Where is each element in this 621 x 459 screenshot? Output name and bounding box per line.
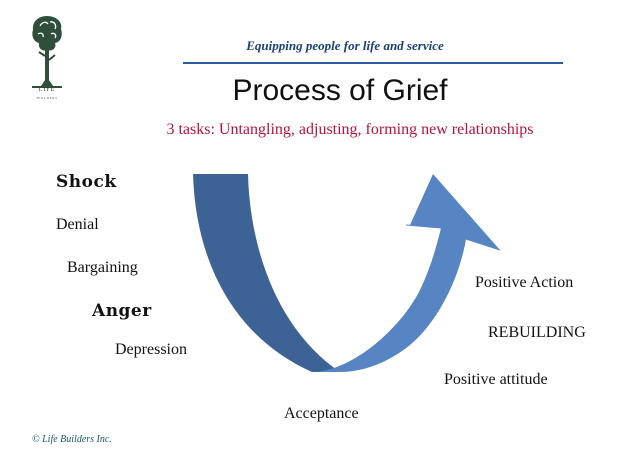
copyright: © Life Builders Inc. (32, 434, 112, 445)
stage-bargaining: Bargaining (67, 259, 138, 276)
stage-positive-action: Positive Action (475, 274, 574, 291)
logo-subtext: BUILDERS (36, 96, 58, 100)
arrow-head (410, 174, 500, 250)
stage-acceptance: Acceptance (284, 405, 359, 422)
page-title: Process of Grief (232, 74, 448, 107)
subtitle: 3 tasks: Untangling, adjusting, forming … (166, 121, 534, 138)
stage-rebuilding: REBUILDING (488, 324, 586, 341)
ascending-band (312, 228, 466, 372)
tree-icon (30, 12, 64, 96)
stage-positive-attitude: Positive attitude (444, 371, 548, 388)
logo-text: LIFE (38, 87, 56, 93)
header-divider (183, 62, 563, 64)
stage-depression: Depression (115, 341, 187, 358)
stage-denial: Denial (56, 216, 99, 233)
tagline: Equipping people for life and service (246, 38, 444, 53)
stage-anger: Anger (92, 301, 152, 321)
descending-band (193, 174, 340, 372)
stage-shock: Shock (56, 172, 117, 192)
